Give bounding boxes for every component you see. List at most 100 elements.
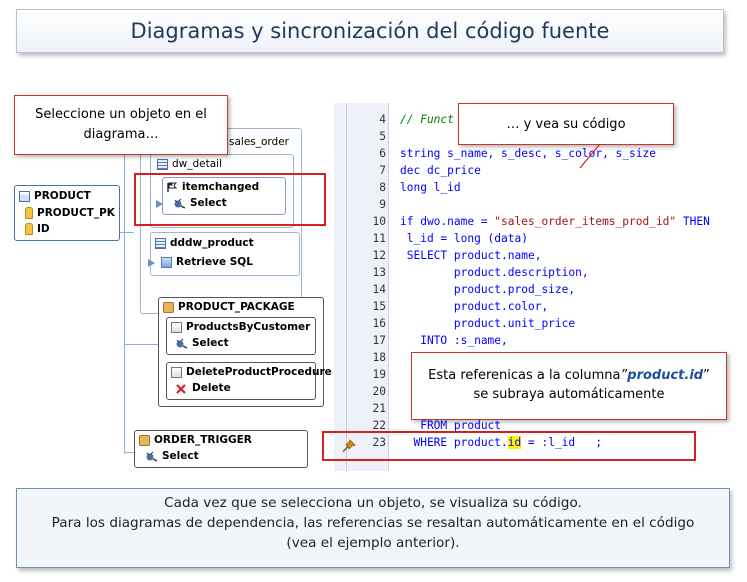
line-number: 11 [372, 232, 386, 245]
code-line[interactable]: 19 [334, 366, 747, 383]
line-number: 8 [379, 181, 386, 194]
sales-order-label: sales_order [229, 136, 290, 148]
reference-prefix: Esta referenicas a la columna [428, 368, 621, 383]
flag-icon [167, 182, 178, 193]
line-number: 16 [372, 317, 386, 330]
code-keyword: = :l_id ; [521, 436, 603, 449]
dddw-product-label: dddw_product [170, 237, 254, 249]
line-number: 22 [372, 419, 386, 432]
slide-title: Diagramas y sincronización del código fu… [16, 9, 724, 53]
delete-action-label: Delete [192, 382, 231, 394]
code-line[interactable]: 9 [334, 196, 747, 213]
line-number: 4 [379, 113, 386, 126]
code-line[interactable]: 12 SELECT product.name, [334, 247, 747, 264]
summary-line1: Cada vez que se selecciona un objeto, se… [164, 495, 582, 511]
line-number: 5 [379, 130, 386, 143]
code-line[interactable]: 18 [334, 349, 747, 366]
line23-highlight-frame [322, 431, 696, 461]
code-keyword: if dwo.name = [400, 215, 495, 228]
reference-callout: Esta referenicas a la columna”product.id… [411, 352, 727, 420]
arrow-icon [148, 259, 155, 267]
code-line[interactable]: 15 product.color, [334, 298, 747, 315]
product-package-label: PRODUCT_PACKAGE [178, 301, 295, 313]
products-by-customer-node[interactable]: ProductsByCustomer Select [166, 317, 316, 355]
code-line[interactable]: 10 if dwo.name = "sales_order_items_prod_… [334, 213, 747, 230]
select-icon [145, 451, 158, 462]
line-number: 15 [372, 300, 386, 313]
itemchanged-node[interactable]: itemchanged Select [162, 177, 286, 215]
select-icon [175, 338, 188, 349]
package-icon [163, 301, 174, 313]
code-line[interactable]: 8 long l_id [334, 179, 747, 196]
product-table-label: PRODUCT [34, 190, 91, 202]
product-table-node[interactable]: PRODUCT PRODUCT_PK ID [14, 185, 120, 241]
code-text: if dwo.name = "sales_order_items_prod_id… [400, 213, 710, 230]
summary-line2: Para los diagramas de dependencia, las r… [51, 515, 695, 551]
itemchanged-highlight-frame [134, 173, 326, 226]
procedure-icon [171, 321, 182, 333]
connector-line [124, 114, 125, 454]
key-icon [25, 207, 33, 219]
delete-product-procedure-label: DeleteProductProcedure [186, 366, 332, 378]
connector-line [124, 452, 134, 453]
reference-line1: Esta referenicas a la columna”product.id… [412, 366, 726, 385]
reference-column: product.id [627, 368, 704, 383]
code-line[interactable]: 5 [334, 128, 747, 145]
itemchanged-label: itemchanged [182, 181, 260, 193]
itemchanged-select-label: Select [190, 197, 227, 209]
code-line[interactable]: 20 [334, 383, 747, 400]
delete-product-procedure-node[interactable]: DeleteProductProcedure Delete [166, 362, 332, 400]
code-line[interactable]: 22 FROM product [334, 417, 747, 434]
code-line[interactable]: 6 string s_name, s_desc, s_color, s_size [334, 145, 747, 162]
code-text: long l_id [400, 181, 461, 194]
line-number: 13 [372, 266, 386, 279]
code-line[interactable]: 23 WHERE product.id = :l_id ; [334, 434, 747, 451]
dddw-product-node[interactable]: dddw_product Retrieve SQL [150, 232, 300, 276]
line-number: 19 [372, 368, 386, 381]
reference-open-quote: ” [620, 368, 628, 383]
connector-line [118, 232, 134, 233]
code-line[interactable]: 14 product.prod_size, [334, 281, 747, 298]
code-text: product.color, [400, 300, 549, 313]
code-text: product.description, [400, 266, 589, 279]
code-keyword: THEN [676, 215, 710, 228]
products-by-customer-label: ProductsByCustomer [186, 321, 311, 333]
select-icon [173, 198, 186, 209]
arrow-icon [156, 200, 163, 208]
retrieve-sql-label: Retrieve SQL [176, 256, 253, 268]
order-trigger-select-label: Select [162, 450, 199, 462]
line-number: 6 [379, 147, 386, 160]
code-text: product.prod_size, [400, 283, 576, 296]
order-trigger-node[interactable]: ORDER_TRIGGER Select [134, 430, 308, 468]
line-number: 18 [372, 351, 386, 364]
summary-box: Cada vez que se selecciona un objeto, se… [16, 488, 730, 568]
code-line[interactable]: 21 [334, 400, 747, 417]
datawindow-icon [157, 158, 168, 170]
code-line[interactable]: 17 INTO :s_name, [334, 332, 747, 349]
reference-line2: se subraya automáticamente [473, 387, 665, 402]
code-text: l_id = long (data) [400, 232, 528, 245]
code-text: WHERE product.id = :l_id ; [400, 434, 602, 451]
line-number: 10 [372, 215, 386, 228]
select-object-callout: Seleccione un objeto en el diagrama… [14, 95, 228, 155]
products-by-customer-select-label: Select [192, 337, 229, 349]
product-pk-label: PRODUCT_PK [37, 207, 115, 219]
code-line[interactable]: 16 product.unit_price [334, 315, 747, 332]
select-object-text: Seleccione un objeto en el diagrama… [35, 107, 207, 142]
code-text: string s_name, s_desc, s_color, s_size [400, 147, 656, 160]
gutter-divider [346, 103, 347, 471]
line-number: 14 [372, 283, 386, 296]
editor-gutter [334, 103, 389, 471]
code-line[interactable]: 13 product.description, [334, 264, 747, 281]
code-text: // Funct [400, 113, 454, 126]
datawindow-icon [155, 237, 166, 249]
key-icon [25, 223, 33, 235]
code-line[interactable]: 11 l_id = long (data) [334, 230, 747, 247]
table-icon [19, 190, 30, 202]
code-keyword: WHERE product. [400, 436, 508, 449]
code-line[interactable]: 4 // Funct [334, 111, 747, 128]
reference-close-quote: ” [703, 368, 710, 383]
line-number: 12 [372, 249, 386, 262]
dependency-diagram[interactable]: sales_order dw_detail itemchanged Select… [0, 92, 334, 472]
